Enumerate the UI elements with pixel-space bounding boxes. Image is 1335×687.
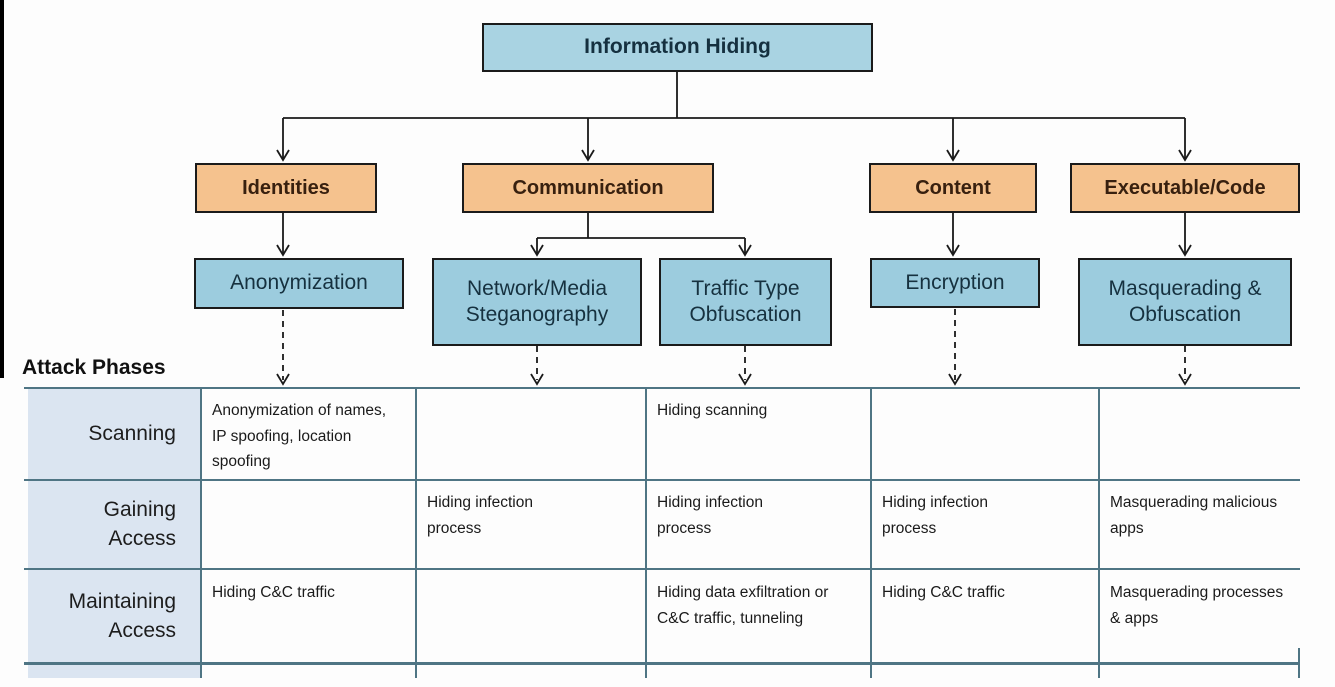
technique-box-masquerading-obfuscation: Masquerading & Obfuscation bbox=[1078, 258, 1292, 346]
table-column-line bbox=[1098, 387, 1100, 678]
table-cell: Anonymization of names, IP spoofing, loc… bbox=[212, 402, 387, 471]
table-cell: Hiding infection process bbox=[882, 494, 988, 537]
table-row-separator bbox=[24, 568, 1300, 570]
phase-row-header-maintaining-access: Maintaining Access bbox=[68, 589, 176, 642]
technique-box-network-media-steganography: Network/Media Steganography bbox=[432, 258, 642, 346]
category-label: Content bbox=[915, 176, 991, 199]
category-box-content: Content bbox=[869, 163, 1037, 213]
table-cell: Hiding infection process bbox=[657, 494, 763, 537]
attack-phases-title: Attack Phases bbox=[22, 356, 166, 379]
table-column-line bbox=[1298, 648, 1300, 678]
table-cell bbox=[417, 571, 643, 660]
table-column-line bbox=[645, 387, 647, 678]
category-box-executable-code: Executable/Code bbox=[1070, 163, 1300, 213]
table-cell: Hiding C&C traffic bbox=[882, 584, 1005, 601]
table-bottom-border bbox=[24, 662, 1300, 665]
root-box-information-hiding: Information Hiding bbox=[482, 23, 873, 72]
category-box-identities: Identities bbox=[195, 163, 377, 213]
technique-label: Encryption bbox=[905, 270, 1005, 294]
table-column-line bbox=[200, 387, 202, 678]
technique-box-encryption: Encryption bbox=[870, 258, 1040, 308]
table-column-line bbox=[415, 387, 417, 678]
technique-label: Network/Media Steganography bbox=[465, 276, 609, 326]
table-cell bbox=[1100, 389, 1298, 478]
category-label: Identities bbox=[242, 176, 330, 199]
root-box-label: Information Hiding bbox=[584, 35, 771, 59]
table-row-separator bbox=[24, 479, 1300, 481]
category-box-communication: Communication bbox=[462, 163, 714, 213]
table-top-border bbox=[24, 387, 1300, 389]
phase-row-header-scanning: Scanning bbox=[88, 421, 176, 445]
phase-header-column bbox=[28, 388, 200, 678]
table-cell: Hiding scanning bbox=[657, 402, 768, 419]
technique-label: Anonymization bbox=[230, 271, 368, 295]
technique-box-traffic-type-obfuscation: Traffic Type Obfuscation bbox=[659, 258, 832, 346]
left-edge-artifact bbox=[0, 0, 4, 378]
table-cell: Hiding infection process bbox=[427, 494, 533, 537]
phase-row-header-gaining-access: Gaining Access bbox=[103, 497, 176, 550]
category-label: Executable/Code bbox=[1104, 176, 1266, 199]
table-cell: Masquerading malicious apps bbox=[1110, 494, 1278, 537]
table-cell: Hiding data exfiltration or C&C traffic,… bbox=[657, 584, 829, 627]
table-cell: Hiding C&C traffic bbox=[212, 584, 335, 601]
technique-label: Traffic Type Obfuscation bbox=[689, 276, 802, 326]
category-label: Communication bbox=[512, 176, 664, 199]
table-cell bbox=[872, 389, 1096, 478]
table-column-line bbox=[870, 387, 872, 678]
table-cell bbox=[417, 389, 643, 478]
technique-label: Masquerading & Obfuscation bbox=[1108, 276, 1262, 326]
table-cell: Masquerading processes & apps bbox=[1110, 584, 1284, 627]
table-cell bbox=[202, 481, 413, 566]
technique-box-anonymization: Anonymization bbox=[194, 258, 404, 309]
